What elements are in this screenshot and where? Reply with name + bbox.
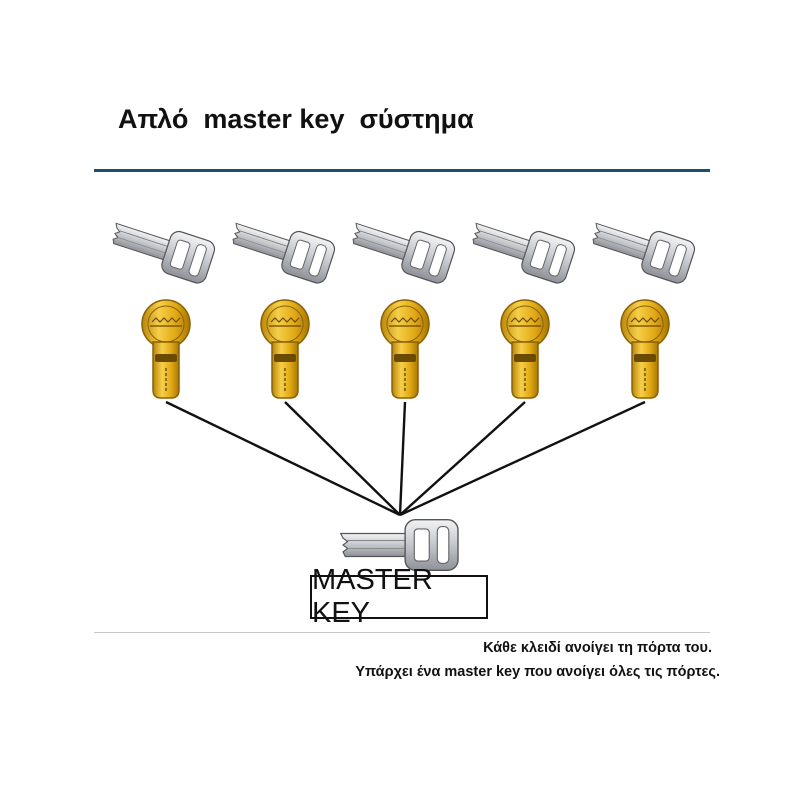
user-key-icon xyxy=(585,211,698,286)
connector-line xyxy=(399,401,526,516)
user-key-icon xyxy=(465,211,578,286)
connector-line xyxy=(284,401,401,516)
connector-line xyxy=(399,400,646,517)
lock-cylinder-icon xyxy=(500,299,550,399)
lock-cylinder-icon xyxy=(260,299,310,399)
caption-line-1: Κάθε κλειδί ανοίγει τη πόρτα του. xyxy=(483,640,712,656)
caption-divider xyxy=(94,632,710,633)
user-key-icon xyxy=(345,211,458,286)
user-key-icon xyxy=(105,211,218,286)
user-key-icon xyxy=(225,211,338,286)
master-key-icon xyxy=(340,519,459,571)
connector-line xyxy=(398,401,407,516)
lock-cylinder-icon xyxy=(620,299,670,399)
lock-cylinder-icon xyxy=(380,299,430,399)
caption-line-2: Υπάρχει ένα master key που ανοίγει όλες … xyxy=(355,664,720,680)
connector-line xyxy=(165,400,401,517)
title-divider xyxy=(94,169,710,172)
page-title: Απλό master key σύστημα xyxy=(118,104,474,134)
lock-cylinder-icon xyxy=(141,299,191,399)
master-key-label: MASTER KEY xyxy=(310,564,488,629)
connector-lines xyxy=(165,400,646,517)
